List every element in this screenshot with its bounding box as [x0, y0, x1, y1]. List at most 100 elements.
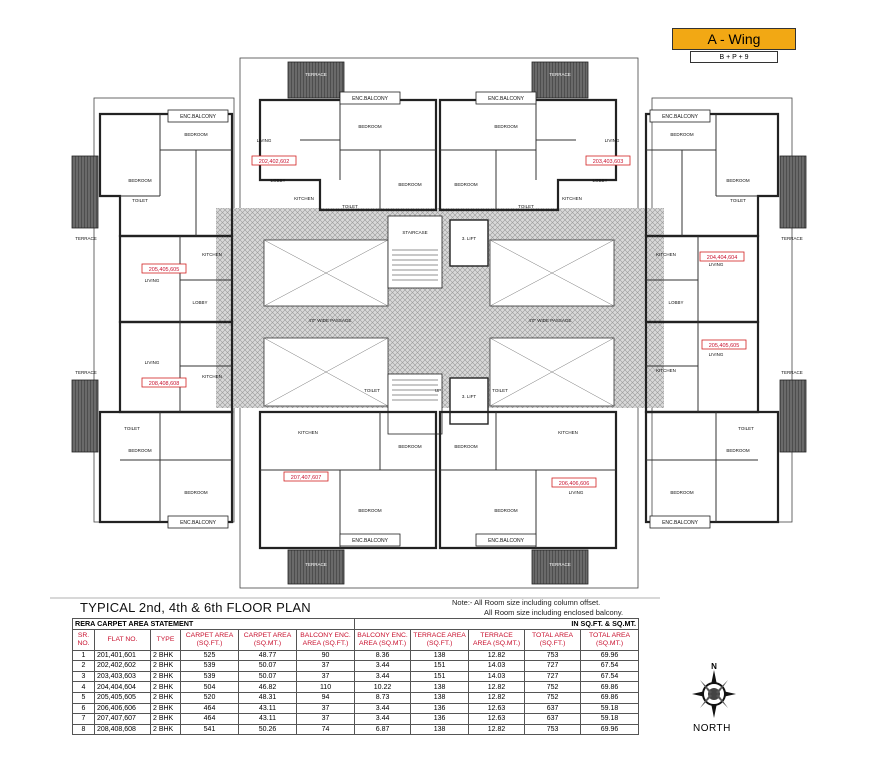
statement-title: RERA CARPET AREA STATEMENT — [71, 618, 356, 630]
table-cell: 151 — [410, 670, 470, 683]
table-cell: 204,404,604 — [94, 681, 151, 693]
table-cell: 2 BHK — [150, 660, 181, 672]
table-cell: 541 — [180, 723, 239, 736]
table-cell: 727 — [524, 660, 582, 672]
bedroom-label: BEDROOM — [128, 178, 152, 183]
table-cell: 43.11 — [238, 713, 297, 725]
table-cell: 520 — [180, 691, 239, 704]
up-label: UP — [435, 388, 441, 393]
col-header: TOTAL AREA (SQ.FT.) — [524, 628, 582, 651]
col-header: FLAT NO. — [94, 628, 151, 651]
bedroom-label: BEDROOM — [670, 132, 694, 137]
table-cell: 59.18 — [580, 702, 640, 715]
bedroom-label: BEDROOM — [184, 490, 208, 495]
bedroom-label: BEDROOM — [670, 490, 694, 495]
toilet-label: TOILET — [132, 198, 148, 203]
col-header: BALCONY ENC. AREA (SQ.MT.) — [354, 628, 412, 651]
table-cell: 48.77 — [238, 649, 297, 662]
flat-tag: 204,404,604 — [707, 255, 738, 261]
terrace-label: TERRACE — [549, 562, 571, 567]
table-cell: 6 — [72, 702, 95, 715]
statement-units: IN SQ.FT. & SQ.MT. — [354, 618, 640, 630]
terrace — [71, 155, 99, 229]
bedroom-label: BEDROOM — [726, 448, 750, 453]
col-header: TOTAL AREA (SQ.MT.) — [580, 628, 640, 651]
table-cell: 14.03 — [468, 670, 526, 683]
table-cell: 525 — [180, 649, 239, 662]
table-cell: 2 BHK — [150, 649, 181, 662]
table-cell: 2 BHK — [150, 691, 181, 704]
north-letter: N — [711, 662, 717, 671]
enc-balcony-label: ENC.BALCONY — [352, 96, 389, 102]
flat-tag: 203,403,603 — [593, 159, 624, 165]
flat-201 — [98, 112, 234, 238]
table-cell: 69.96 — [580, 649, 640, 662]
kitchen-label: KITCHEN — [656, 368, 676, 373]
floor-plan: ENC.BALCONY ENC.BALCONY ENC.BALCONY ENC.… — [50, 57, 807, 599]
staircase-label: STAIRCASE — [402, 230, 427, 235]
table-cell: 464 — [180, 713, 239, 725]
terrace — [779, 379, 807, 453]
terrace — [287, 549, 345, 585]
lift-label: 3. LIFT — [462, 394, 477, 399]
col-header: TERRACE AREA (SQ.MT.) — [468, 628, 526, 651]
table-cell: 37 — [295, 670, 356, 683]
table-cell: 207,407,607 — [94, 713, 151, 725]
flat-207 — [98, 410, 234, 524]
table-cell: 69.86 — [580, 691, 640, 704]
table-cell: 50.26 — [238, 723, 297, 736]
table-cell: 3.44 — [354, 702, 412, 715]
table-cell: 37 — [295, 660, 356, 672]
kitchen-label: KITCHEN — [202, 252, 222, 257]
table-cell: 59.18 — [580, 713, 640, 725]
wing-title: A - Wing — [672, 28, 796, 50]
table-cell: 8 — [72, 723, 95, 736]
table-cell: 201,401,601 — [94, 649, 151, 662]
enc-balcony-label: ENC.BALCONY — [662, 520, 699, 526]
bedroom-label: BEDROOM — [726, 178, 750, 183]
toilet-label: TOILET — [364, 388, 380, 393]
table-cell: 504 — [180, 681, 239, 693]
col-header: TYPE — [150, 628, 181, 651]
lobby-label: LOBBY — [270, 178, 285, 183]
enc-balcony-label: ENC.BALCONY — [662, 114, 699, 120]
table-cell: 637 — [524, 702, 582, 715]
table-cell: 110 — [295, 681, 356, 693]
enc-balcony-label: ENC.BALCONY — [488, 96, 525, 102]
living-label: LIVING — [257, 138, 272, 143]
table-cell: 67.54 — [580, 670, 640, 683]
flat-bottom-left — [258, 410, 438, 550]
table-cell: 753 — [524, 723, 582, 736]
terrace-label: TERRACE — [75, 236, 97, 241]
table-cell: 37 — [295, 702, 356, 715]
kitchen-label: KITCHEN — [298, 430, 318, 435]
table-cell: 4 — [72, 681, 95, 693]
lobby-label: LOBBY — [192, 300, 207, 305]
terrace-label: TERRACE — [305, 72, 327, 77]
table-cell: 2 BHK — [150, 723, 181, 736]
table-cell: 7 — [72, 713, 95, 725]
terrace — [71, 379, 99, 453]
table-header-row: SR. NO. FLAT NO. TYPE CARPET AREA (SQ.FT… — [72, 628, 640, 651]
table-cell: 43.11 — [238, 702, 297, 715]
table-cell: 90 — [295, 649, 356, 662]
terrace-label: TERRACE — [549, 72, 571, 77]
terrace-label: TERRACE — [781, 236, 803, 241]
table-cell: 752 — [524, 681, 582, 693]
table-cell: 2 BHK — [150, 702, 181, 715]
table-cell: 5 — [72, 691, 95, 704]
table-cell: 37 — [295, 713, 356, 725]
col-header: CARPET AREA (SQ.FT.) — [180, 628, 239, 651]
kitchen-label: KITCHEN — [562, 196, 582, 201]
terrace — [531, 61, 589, 99]
lobby-label: LOBBY — [592, 178, 607, 183]
table-cell: 12.82 — [468, 649, 526, 662]
toilet-label: TOILET — [342, 204, 358, 209]
